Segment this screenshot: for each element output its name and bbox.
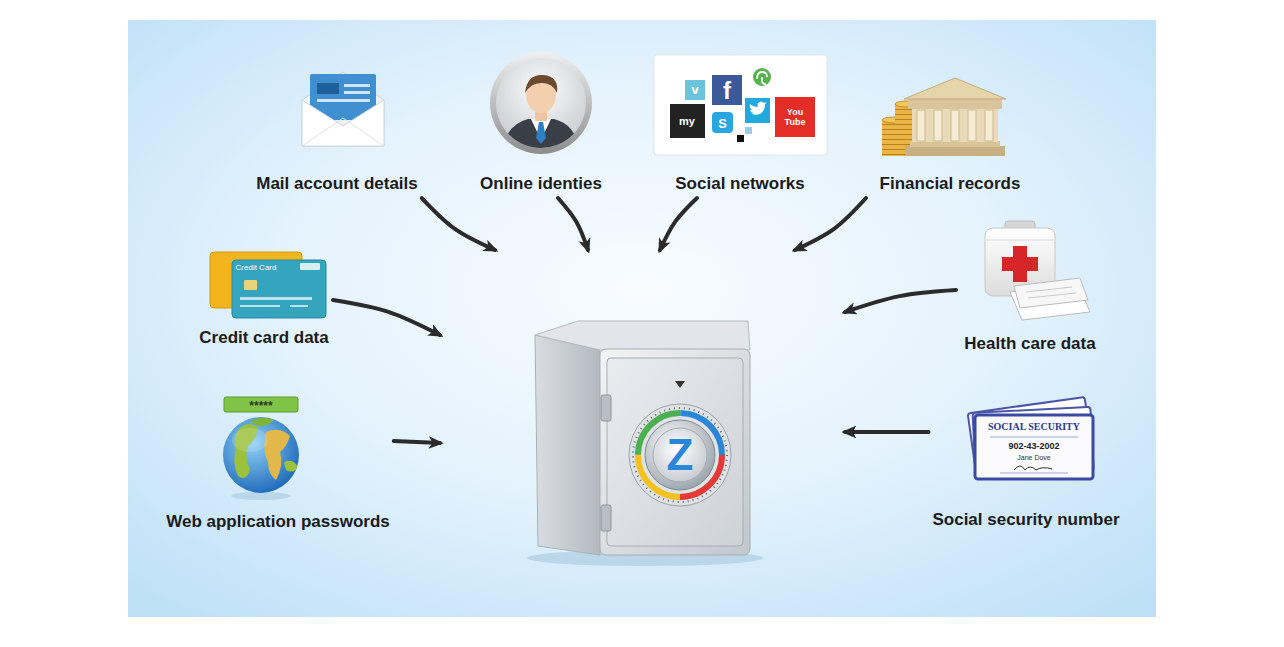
flow-arrow — [333, 300, 440, 335]
flow-arrow — [558, 198, 588, 250]
item-label: Financial records — [866, 174, 1034, 194]
source-item: Web application passwords — [162, 393, 394, 536]
source-item: Health care data — [956, 220, 1104, 358]
icon-text: SOCIAL SECURITY — [988, 421, 1080, 433]
icon-text: 902-43-2002 — [1008, 441, 1059, 451]
medical-kit-icon — [985, 221, 1090, 320]
icon-text: Credit Card — [236, 263, 277, 272]
source-item: Social networks — [649, 53, 832, 198]
flow-arrow — [795, 198, 866, 250]
source-item: Financial records — [866, 78, 1034, 198]
bank-icon — [882, 78, 1006, 156]
item-label: Social security number — [928, 510, 1123, 530]
mail-icon — [302, 72, 384, 146]
icon-text: Jane Dove — [1017, 454, 1050, 462]
credit-card-icon — [210, 252, 326, 318]
source-item: Online identies — [476, 50, 606, 198]
safe-logo: Z — [667, 431, 694, 479]
ssn-card-icon — [968, 397, 1094, 479]
flow-arrow — [422, 198, 495, 250]
icon-text: f — [723, 77, 731, 105]
social-icons — [654, 55, 827, 155]
background-panel — [128, 20, 1156, 617]
source-item: Credit card data — [195, 248, 333, 352]
icon-text: ***** — [249, 399, 272, 413]
icon-text: S — [718, 115, 727, 130]
globe-icon — [223, 397, 299, 500]
flow-arrow — [845, 290, 956, 312]
icon-text: v — [691, 82, 698, 97]
item-label: Credit card data — [195, 328, 333, 348]
flow-arrow — [660, 198, 697, 250]
source-item: Mail account details — [252, 68, 422, 198]
item-label: Mail account details — [252, 174, 422, 194]
item-label: Social networks — [649, 174, 832, 194]
safe-illustration — [527, 321, 763, 566]
source-item: Social security number — [928, 403, 1123, 534]
flow-arrow — [394, 441, 440, 443]
person-icon — [490, 52, 592, 154]
item-label: Online identies — [476, 174, 606, 194]
icon-text: You Tube — [782, 107, 808, 127]
flow-arrow — [845, 430, 928, 434]
item-label: Web application passwords — [162, 512, 394, 532]
icon-text: my — [679, 115, 695, 128]
vault-safe: Z — [440, 250, 845, 580]
item-label: Health care data — [956, 334, 1104, 354]
